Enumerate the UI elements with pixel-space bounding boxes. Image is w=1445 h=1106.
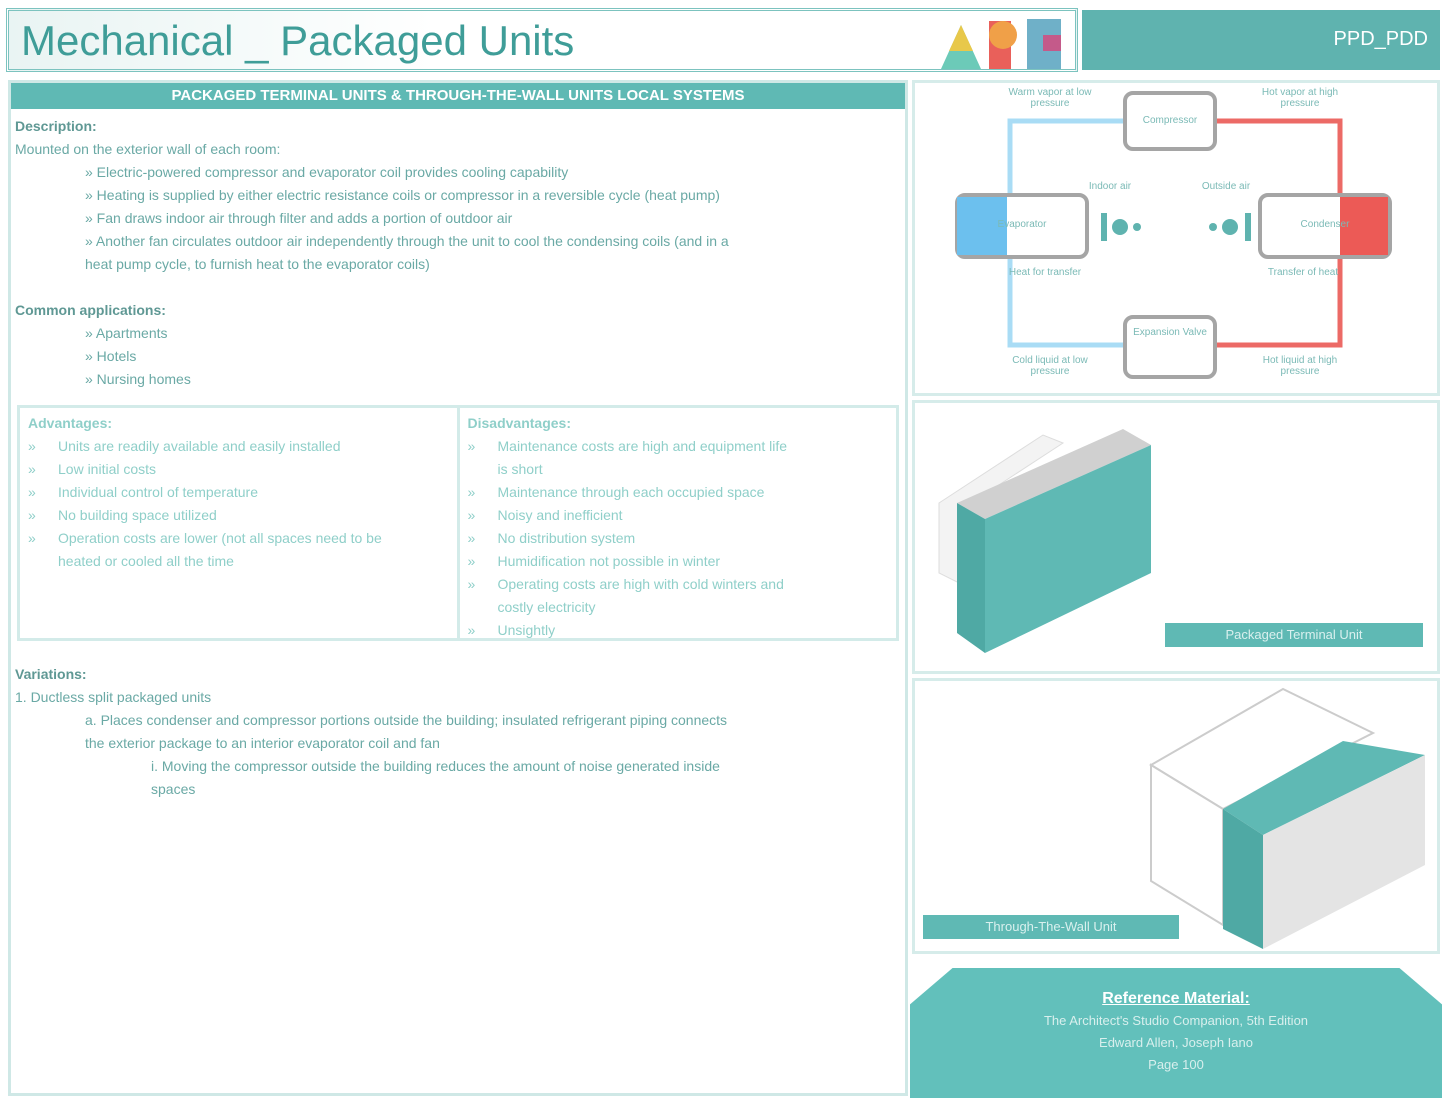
variation-item: a. Places condenser and compressor porti… xyxy=(85,712,728,728)
pros-cons-table: Advantages: »Units are readily available… xyxy=(17,405,899,641)
description-item: heat pump cycle, to furnish heat to the … xyxy=(85,256,430,272)
reference-title: Reference Material: xyxy=(1102,990,1250,1007)
reference-authors: Edward Allen, Joseph Iano xyxy=(1099,1035,1253,1050)
description-item: » Fan draws indoor air through filter an… xyxy=(85,210,513,226)
description-intro: Mounted on the exterior wall of each roo… xyxy=(15,141,281,157)
disadvantage-item: Noisy and inefficient xyxy=(497,507,623,523)
application-item: » Nursing homes xyxy=(85,371,191,387)
refrigeration-cycle-diagram: Compressor Evaporator Condenser Expansio… xyxy=(912,80,1440,396)
disadvantages-column: Disadvantages: »Maintenance costs are hi… xyxy=(456,408,897,638)
condenser-label: Condenser xyxy=(1300,219,1350,230)
compressor-label: Compressor xyxy=(1142,115,1198,126)
advantage-item: Individual control of temperature xyxy=(58,484,258,500)
description-item: » Heating is supplied by either electric… xyxy=(85,187,720,203)
advantage-item: Operation costs are lower (not all space… xyxy=(58,530,382,546)
disadvantage-item: Humidification not possible in winter xyxy=(497,553,721,569)
are-logo-icon xyxy=(941,19,1061,69)
variation-item: spaces xyxy=(151,781,196,797)
outside-air-label: Outside air xyxy=(1201,181,1251,192)
indoor-air-label: Indoor air xyxy=(1088,181,1132,192)
advantages-heading: Advantages: xyxy=(28,415,113,431)
evaporator-sub-label: Heat for transfer xyxy=(1008,267,1082,278)
variation-item: 1. Ductless split packaged units xyxy=(15,689,212,705)
variation-item: i. Moving the compressor outside the bui… xyxy=(151,758,720,774)
advantage-item: Units are readily available and easily i… xyxy=(58,438,341,454)
advantage-item: No building space utilized xyxy=(58,507,217,523)
description-item: » Another fan circulates outdoor air ind… xyxy=(85,233,729,249)
application-item: » Hotels xyxy=(85,348,137,364)
disadvantage-item: Maintenance through each occupied space xyxy=(497,484,765,500)
hot-vapor-label: Hot vapor at high pressure xyxy=(1261,87,1339,109)
expansion-valve-label: Expansion Valve xyxy=(1133,327,1207,338)
disadvantage-item: Unsightly xyxy=(497,622,556,638)
disadvantage-item: Operating costs are high with cold winte… xyxy=(497,576,784,592)
disadvantage-item: No distribution system xyxy=(497,530,636,546)
condenser-sub-label: Transfer of heat xyxy=(1267,267,1339,278)
hot-liquid-label: Hot liquid at high pressure xyxy=(1262,355,1338,377)
main-panel: PACKAGED TERMINAL UNITS & THROUGH-THE-WA… xyxy=(8,80,908,1096)
disadvantage-item: Maintenance costs are high and equipment… xyxy=(497,438,788,454)
cycle-loop-icon xyxy=(955,91,1392,379)
disadvantages-heading: Disadvantages: xyxy=(467,415,571,431)
description-item: » Electric-powered compressor and evapor… xyxy=(85,164,569,180)
packaged-terminal-unit-illustration xyxy=(938,429,1151,653)
cold-liquid-label: Cold liquid at low pressure xyxy=(1012,355,1088,377)
disadvantage-item: costly electricity xyxy=(497,599,596,615)
advantage-item: Low initial costs xyxy=(58,461,157,477)
ttw-image-panel: Through-The-Wall Unit xyxy=(912,678,1440,954)
variation-item: the exterior package to an interior evap… xyxy=(85,735,440,751)
header-bar: Mechanical _ Packaged Units xyxy=(6,8,1078,72)
evaporator-label: Evaporator xyxy=(997,219,1047,230)
ptac-caption: Packaged Terminal Unit xyxy=(1165,623,1423,647)
document-code: PPD_PDD xyxy=(1082,10,1440,70)
section-title: PACKAGED TERMINAL UNITS & THROUGH-THE-WA… xyxy=(11,83,905,109)
advantage-item: heated or cooled all the time xyxy=(58,553,234,569)
applications-heading: Common applications: xyxy=(15,302,166,318)
ttw-caption: Through-The-Wall Unit xyxy=(923,915,1179,939)
ptac-image-panel: Packaged Terminal Unit xyxy=(912,400,1440,674)
disadvantage-item: is short xyxy=(497,461,543,477)
through-the-wall-unit-illustration xyxy=(1149,687,1425,949)
variations-heading: Variations: xyxy=(15,666,87,682)
reference-page: Page 100 xyxy=(1148,1057,1204,1072)
reference-book: The Architect's Studio Companion, 5th Ed… xyxy=(1043,1013,1309,1028)
reference-box: Reference Material: The Architect's Stud… xyxy=(910,968,1442,1098)
description-heading: Description: xyxy=(15,118,97,134)
warm-vapor-label: Warm vapor at low pressure xyxy=(1008,87,1092,109)
advantages-column: Advantages: »Units are readily available… xyxy=(20,408,457,638)
page-title: Mechanical _ Packaged Units xyxy=(21,17,575,64)
application-item: » Apartments xyxy=(85,325,168,341)
